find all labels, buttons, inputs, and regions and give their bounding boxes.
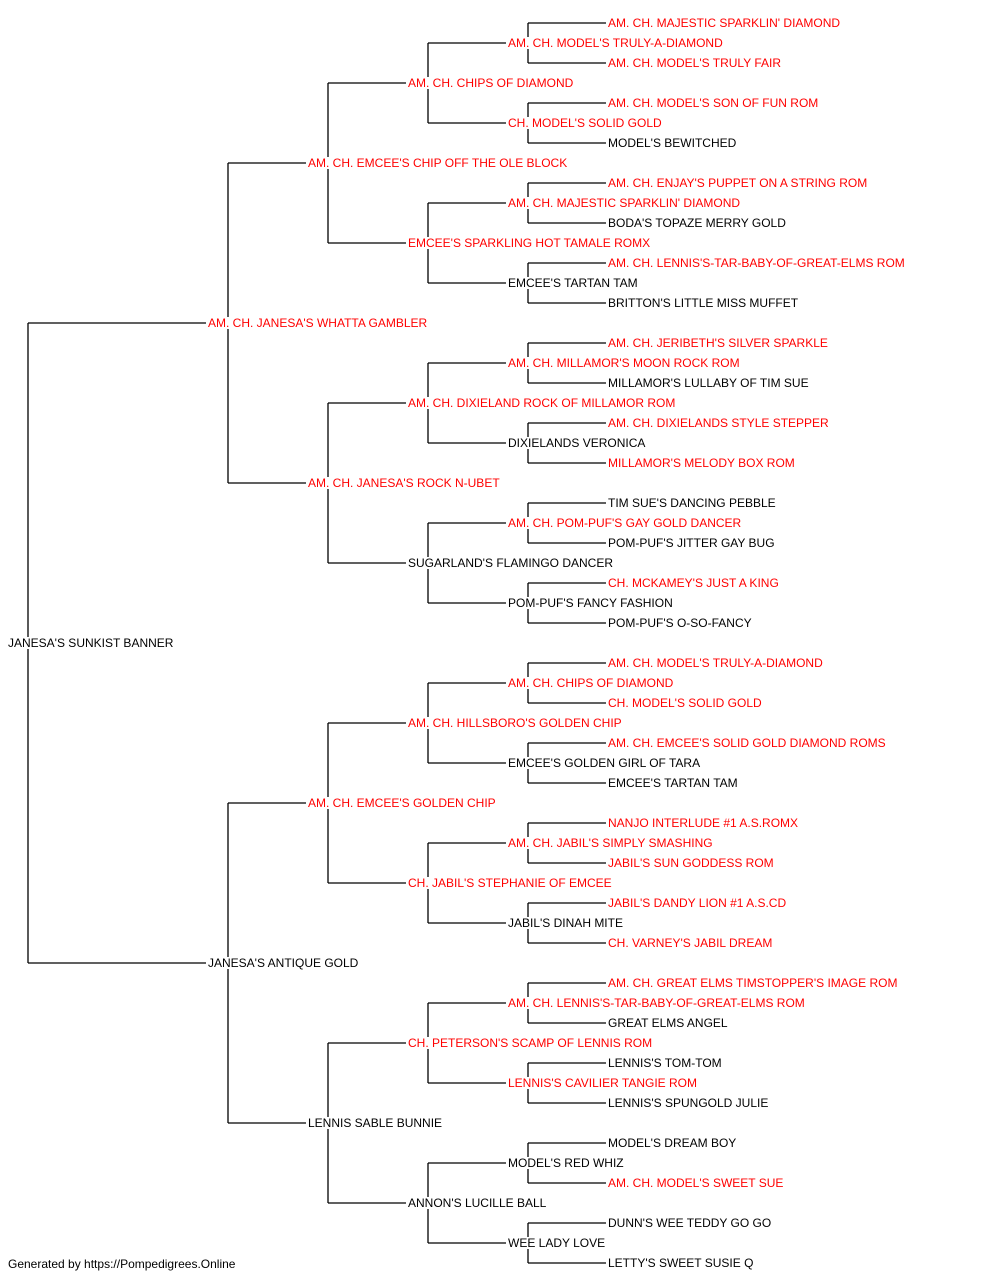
pedigree-name-gen2: AM. CH. EMCEE'S CHIP OFF THE OLE BLOCK [308,156,568,170]
pedigree-name-gen5: TIM SUE'S DANCING PEBBLE [608,496,776,510]
pedigree-name-gen3: AM. CH. HILLSBORO'S GOLDEN CHIP [408,716,622,730]
pedigree-name-gen4: WEE LADY LOVE [508,1236,606,1250]
pedigree-name-gen1: JANESA'S ANTIQUE GOLD [208,956,359,970]
pedigree-name-gen4: EMCEE'S GOLDEN GIRL OF TARA [508,756,701,770]
pedigree-name-gen5: JABIL'S SUN GODDESS ROM [608,856,774,870]
pedigree-name-gen4: EMCEE'S TARTAN TAM [508,276,638,290]
pedigree-name-gen4: AM. CH. LENNIS'S-TAR-BABY-OF-GREAT-ELMS … [508,996,805,1010]
pedigree-name-gen5: LETTY'S SWEET SUSIE Q [608,1256,754,1270]
pedigree-name-gen4: AM. CH. MAJESTIC SPARKLIN' DIAMOND [508,196,741,210]
pedigree-name-gen3: CH. JABIL'S STEPHANIE OF EMCEE [408,876,612,890]
pedigree-name-gen5: AM. CH. DIXIELANDS STYLE STEPPER [608,416,829,430]
pedigree-name-gen5: NANJO INTERLUDE #1 A.S.ROMX [608,816,799,830]
pedigree-name-gen4: MODEL'S RED WHIZ [508,1156,624,1170]
pedigree-name-gen3: EMCEE'S SPARKLING HOT TAMALE ROMX [408,236,651,250]
pedigree-name-gen5: MODEL'S DREAM BOY [608,1136,737,1150]
pedigree-name-gen3: ANNON'S LUCILLE BALL [408,1196,547,1210]
pedigree-name-gen5: LENNIS'S TOM-TOM [608,1056,722,1070]
footer-credit: Generated by https://Pompedigrees.Online [8,1257,236,1271]
pedigree-name-gen2: AM. CH. EMCEE'S GOLDEN CHIP [308,796,496,810]
pedigree-name-gen2: AM. CH. JANESA'S ROCK N-UBET [308,476,500,490]
pedigree-name-gen4: AM. CH. MODEL'S TRULY-A-DIAMOND [508,36,723,50]
pedigree-name-gen0: JANESA'S SUNKIST BANNER [8,636,174,650]
pedigree-name-gen5: JABIL'S DANDY LION #1 A.S.CD [608,896,787,910]
pedigree-name-gen5: CH. MCKAMEY'S JUST A KING [608,576,779,590]
pedigree-name-gen5: BRITTON'S LITTLE MISS MUFFET [608,296,799,310]
pedigree-name-gen4: LENNIS'S CAVILIER TANGIE ROM [508,1076,697,1090]
pedigree-name-gen5: AM. CH. LENNIS'S-TAR-BABY-OF-GREAT-ELMS … [608,256,905,270]
pedigree-name-gen5: CH. VARNEY'S JABIL DREAM [608,936,773,950]
pedigree-name-gen1: AM. CH. JANESA'S WHATTA GAMBLER [208,316,428,330]
pedigree-name-gen5: MILLAMOR'S MELODY BOX ROM [608,456,795,470]
pedigree-name-gen5: MILLAMOR'S LULLABY OF TIM SUE [608,376,809,390]
pedigree-name-gen5: CH. MODEL'S SOLID GOLD [608,696,762,710]
pedigree-name-gen5: AM. CH. JERIBETH'S SILVER SPARKLE [608,336,828,350]
pedigree-name-gen5: POM-PUF'S JITTER GAY BUG [608,536,775,550]
pedigree-name-gen5: AM. CH. GREAT ELMS TIMSTOPPER'S IMAGE RO… [608,976,898,990]
pedigree-name-gen4: AM. CH. JABIL'S SIMPLY SMASHING [508,836,713,850]
pedigree-name-gen4: AM. CH. CHIPS OF DIAMOND [508,676,674,690]
pedigree-name-gen5: LENNIS'S SPUNGOLD JULIE [608,1096,769,1110]
pedigree-name-gen5: AM. CH. EMCEE'S SOLID GOLD DIAMOND ROMS [608,736,886,750]
pedigree-name-gen5: AM. CH. MAJESTIC SPARKLIN' DIAMOND [608,16,841,30]
pedigree-name-gen3: AM. CH. CHIPS OF DIAMOND [408,76,574,90]
pedigree-name-gen4: POM-PUF'S FANCY FASHION [508,596,673,610]
pedigree-name-gen4: AM. CH. MILLAMOR'S MOON ROCK ROM [508,356,740,370]
pedigree-name-gen5: AM. CH. ENJAY'S PUPPET ON A STRING ROM [608,176,868,190]
pedigree-name-gen3: CH. PETERSON'S SCAMP OF LENNIS ROM [408,1036,653,1050]
pedigree-name-gen5: DUNN'S WEE TEDDY GO GO [608,1216,772,1230]
pedigree-name-gen5: MODEL'S BEWITCHED [608,136,737,150]
pedigree-name-gen5: GREAT ELMS ANGEL [608,1016,728,1030]
pedigree-name-gen3: SUGARLAND'S FLAMINGO DANCER [408,556,613,570]
pedigree-name-gen5: AM. CH. MODEL'S TRULY FAIR [608,56,781,70]
pedigree-name-gen5: AM. CH. MODEL'S SWEET SUE [608,1176,784,1190]
pedigree-name-gen5: EMCEE'S TARTAN TAM [608,776,738,790]
pedigree-name-gen5: AM. CH. MODEL'S TRULY-A-DIAMOND [608,656,823,670]
pedigree-name-gen4: JABIL'S DINAH MITE [508,916,623,930]
pedigree-name-gen5: POM-PUF'S O-SO-FANCY [608,616,752,630]
pedigree-name-gen4: DIXIELANDS VERONICA [508,436,646,450]
pedigree-name-gen4: CH. MODEL'S SOLID GOLD [508,116,662,130]
pedigree-name-gen5: AM. CH. MODEL'S SON OF FUN ROM [608,96,819,110]
pedigree-name-gen3: AM. CH. DIXIELAND ROCK OF MILLAMOR ROM [408,396,676,410]
pedigree-name-gen2: LENNIS SABLE BUNNIE [308,1116,443,1130]
pedigree-name-gen5: BODA'S TOPAZE MERRY GOLD [608,216,786,230]
pedigree-name-gen4: AM. CH. POM-PUF'S GAY GOLD DANCER [508,516,742,530]
